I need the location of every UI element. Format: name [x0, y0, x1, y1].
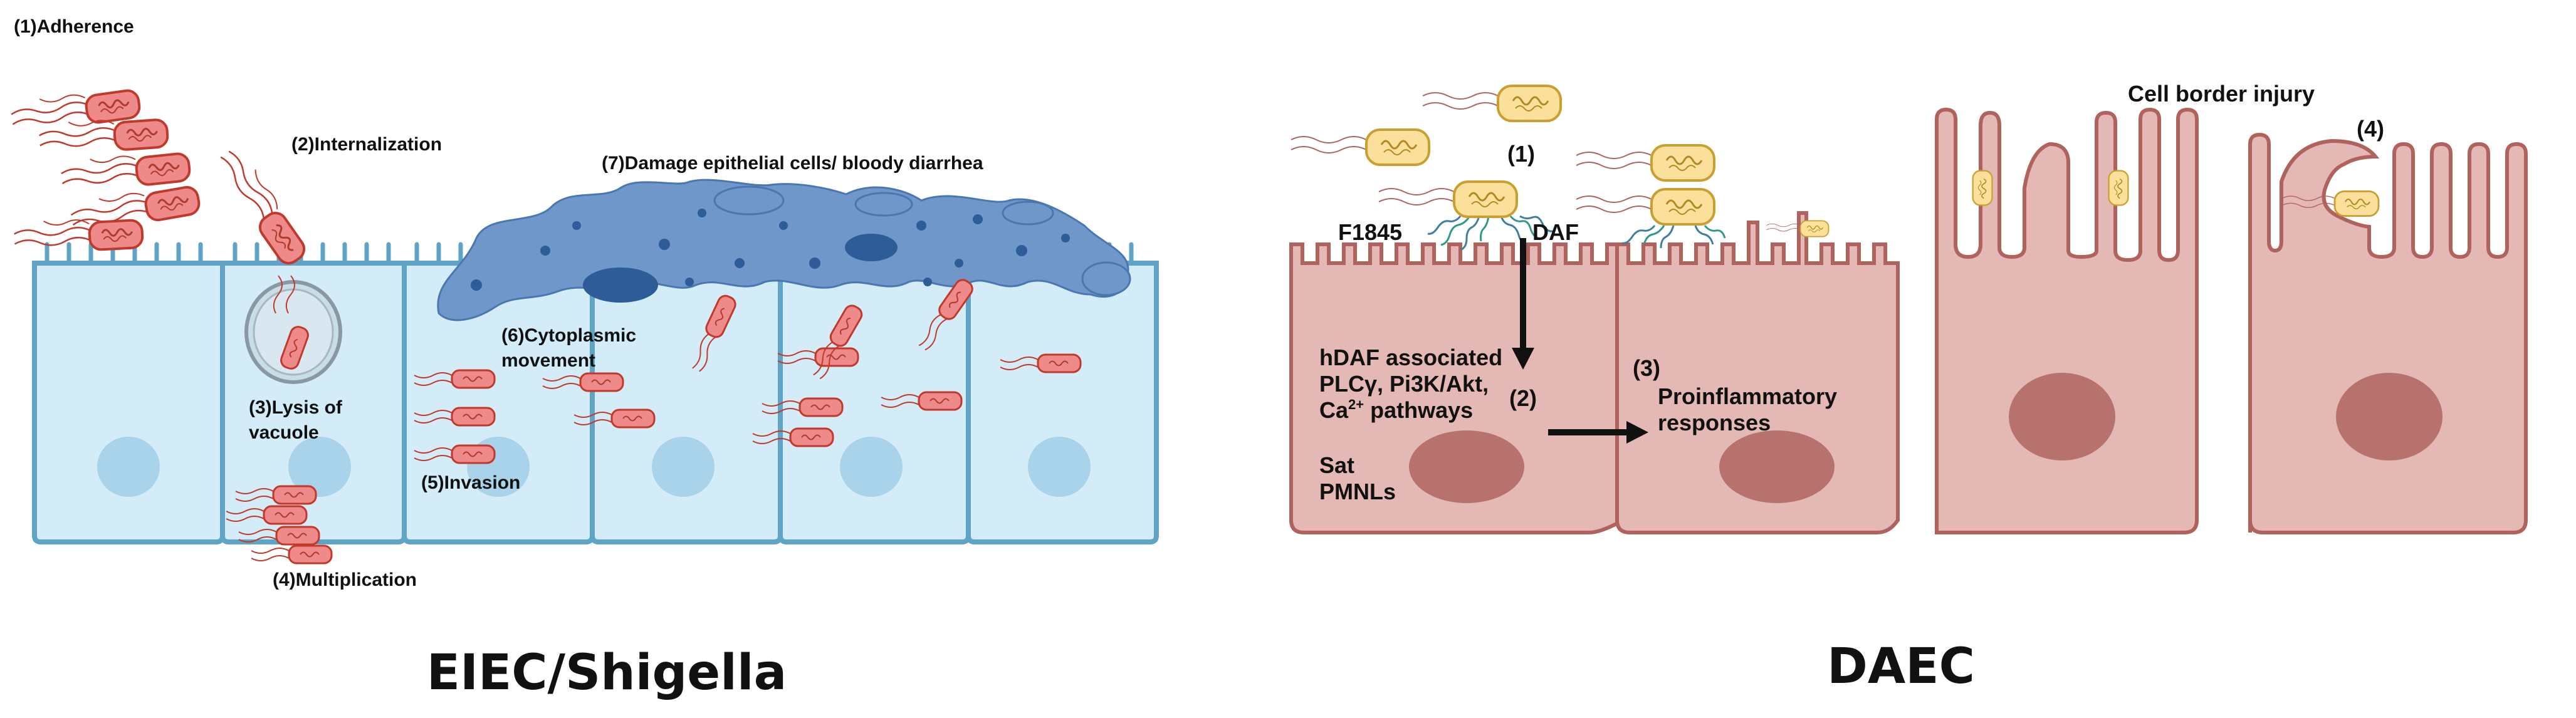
label-cytoplasmic-line1: (6)Cytoplasmic [501, 325, 636, 346]
label-invasion: (5)Invasion [421, 472, 520, 493]
label-step1: (1) [1507, 141, 1535, 167]
vacuole [244, 275, 342, 384]
nucleus [652, 437, 715, 497]
daec-panel: (1) F1845 DAF hDAF associated PLCγ, Pi3K… [1289, 81, 2528, 695]
daec-nucleus [1719, 430, 1835, 503]
proinflammatory-arrow [1548, 421, 1648, 444]
label-f1845: F1845 [1338, 219, 1402, 245]
label-proinflammatory: Proinflammatory [1658, 383, 1837, 409]
daec-bacteria [1291, 85, 2380, 237]
daec-cell-injured [2248, 132, 2528, 534]
adherent-bacteria [9, 88, 202, 254]
daec-nucleus [2336, 373, 2442, 460]
nucleus [840, 437, 903, 497]
label-hdaf-line1: hDAF associated [1319, 345, 1502, 370]
epithelial-cell [590, 261, 783, 544]
daec-cell-injured [1935, 107, 2199, 534]
damaged-nucleus [845, 234, 898, 261]
epithelial-cell-row [32, 242, 1159, 544]
label-hdaf-ca: Ca [1319, 397, 1349, 423]
damaged-nucleus [583, 268, 658, 303]
label-cell-border-injury: Cell border injury [2128, 81, 2315, 107]
daf-receptors [1427, 215, 1726, 251]
label-lysis-line2: vacuole [249, 422, 319, 443]
internalizing-bacterium [217, 143, 310, 269]
label-adherence: (1)Adherence [14, 16, 134, 37]
label-pmnls: PMNLs [1319, 479, 1396, 504]
daec-nucleus [1409, 430, 1524, 503]
eiec-panel: (1)Adherence (2)Internalization (7)Damag… [9, 16, 1159, 701]
nucleus [288, 437, 351, 497]
daec-title: DAEC [1827, 638, 1975, 695]
label-hdaf-line3: Ca2+ pathways [1319, 397, 1473, 423]
label-daf: DAF [1532, 219, 1579, 245]
label-lysis-line1: (3)Lysis of [249, 397, 343, 418]
label-multiplication: (4)Multiplication [273, 570, 417, 590]
label-step4: (4) [2357, 116, 2384, 142]
label-damage: (7)Damage epithelial cells/ bloody diarr… [602, 153, 983, 174]
label-hdaf-pathways: pathways [1364, 397, 1473, 423]
label-hdaf-sup: 2+ [1348, 397, 1364, 412]
label-hdaf-line2: PLCγ, Pi3K/Akt, [1319, 371, 1489, 397]
daec-nucleus [2009, 373, 2115, 460]
epithelial-cell [966, 261, 1159, 544]
epithelial-cell [32, 261, 225, 544]
label-step3: (3) [1633, 355, 1660, 381]
label-step2: (2) [1509, 385, 1537, 411]
nucleus [97, 437, 160, 497]
signal-arrow-down [1512, 238, 1534, 370]
label-cytoplasmic-line2: movement [501, 350, 595, 371]
label-sat: Sat [1319, 452, 1354, 478]
label-internalization: (2)Internalization [291, 134, 442, 155]
label-responses: responses [1658, 410, 1771, 435]
nucleus [1028, 437, 1091, 497]
daec-cell [1289, 242, 1625, 534]
daec-cell [1615, 211, 1900, 534]
eiec-title: EIEC/Shigella [427, 645, 787, 701]
epithelial-cell [778, 261, 971, 544]
